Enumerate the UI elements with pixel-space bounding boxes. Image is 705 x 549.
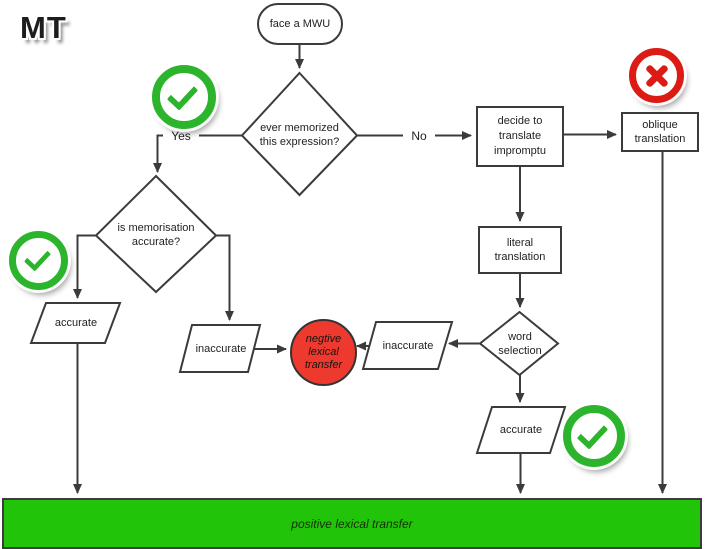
node-positive-lexical-transfer: positive lexical transfer — [2, 498, 702, 549]
node-literal-translation: literal translation — [478, 226, 562, 274]
label-accurate-left: accurate — [54, 317, 98, 329]
label-is-memorisation: is memorisation accurate? — [117, 222, 195, 248]
node-negative-lexical-transfer: negtive lexical transfer — [290, 319, 357, 386]
parallelogram-inaccurate-right — [361, 321, 454, 370]
edge-memo-to-accurate — [73, 234, 96, 299]
check-icon — [152, 65, 216, 129]
check-icon — [9, 231, 68, 290]
check-icon — [563, 405, 625, 467]
parallelogram-accurate-left — [29, 302, 122, 344]
label-accurate-bottom: accurate — [499, 424, 543, 436]
edge-yes — [153, 134, 242, 173]
node-oblique-translation: oblique translation — [621, 112, 699, 152]
diamond-is-memorisation — [94, 174, 218, 294]
label-inaccurate-right: inaccurate — [382, 340, 434, 352]
diamond-word-selection — [478, 310, 560, 377]
node-face-a-mwu: face a MWU — [257, 3, 343, 45]
label-ever-memorized: ever memorized this expression? — [259, 122, 340, 148]
node-decide-translate-impromptu: decide to translate impromptu — [476, 106, 564, 167]
label-word-selection: word selection — [498, 331, 542, 357]
label-inaccurate-left: inaccurate — [195, 343, 247, 355]
diamond-ever-memorized — [240, 71, 359, 197]
parallelogram-inaccurate-left — [178, 324, 262, 373]
cross-icon — [629, 48, 684, 103]
edge-label-no: No — [403, 128, 435, 144]
edge-memo-to-inaccurate — [216, 234, 234, 321]
parallelogram-accurate-bottom — [475, 406, 567, 454]
page-title: MT — [20, 10, 67, 45]
edge-label-yes: Yes — [163, 128, 199, 144]
